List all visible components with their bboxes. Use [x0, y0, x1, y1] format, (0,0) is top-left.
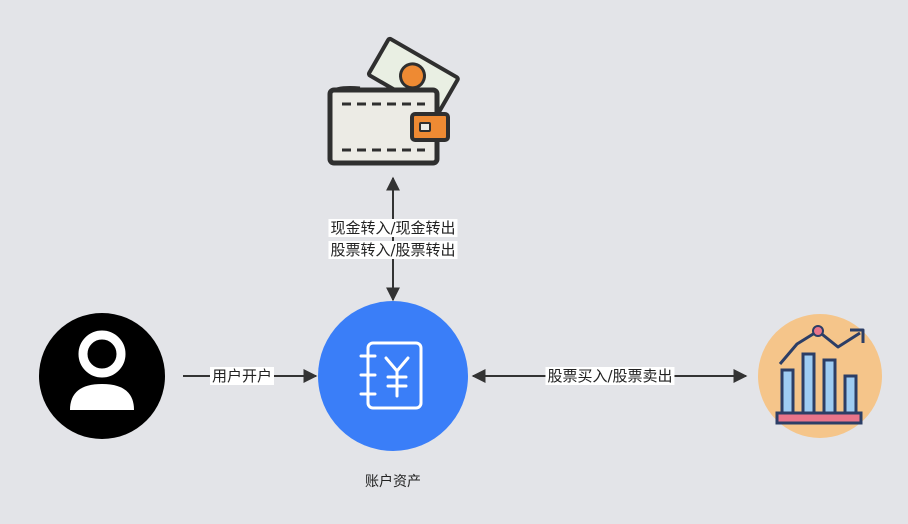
edge-label-cash-transfer: 现金转入/现金转出	[328, 219, 458, 237]
wallet-cash-icon	[327, 36, 460, 166]
node-label-account: 账户资产	[365, 474, 421, 490]
edge-label-stock-transfer: 股票转入/股票转出	[328, 241, 458, 259]
edge-label-cash-stock-transfer: 现金转入/现金转出 股票转入/股票转出	[328, 217, 458, 261]
user-avatar-icon	[39, 313, 165, 439]
edge-label-trade: 股票买入/股票卖出	[545, 367, 675, 385]
edge-label-open-account: 用户开户	[209, 367, 275, 385]
edge-label-open-account-wrap: 用户开户	[209, 366, 275, 387]
stock-chart-icon	[758, 314, 882, 438]
edge-label-trade-wrap: 股票买入/股票卖出	[545, 366, 675, 387]
ledger-yuan-icon	[318, 301, 468, 451]
